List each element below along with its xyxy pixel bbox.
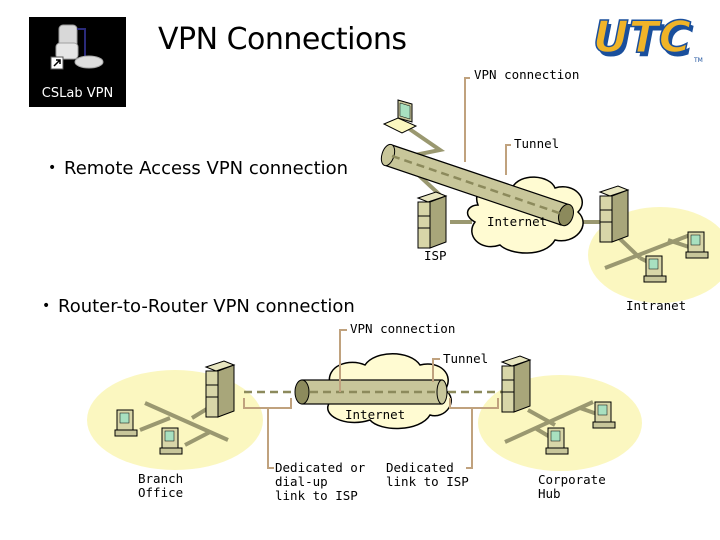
label-dedicated-link: Dedicated link to ISP (386, 460, 469, 489)
isp-server-icon (416, 191, 448, 249)
slide-title: VPN Connections (158, 22, 407, 57)
bullet-text: Router-to-Router VPN connection (58, 296, 355, 317)
workstation-icon (592, 401, 616, 429)
laptop-icon (382, 99, 418, 134)
label-corporate-hub: Corporate Hub (538, 472, 606, 501)
workstation-icon (114, 409, 138, 437)
vpn-connection-callout (464, 77, 470, 162)
dedicated-link-callout (466, 408, 473, 469)
hub-server-icon (500, 355, 532, 413)
bullet-remote-access: • Remote Access VPN connection (48, 158, 348, 179)
tunnel-callout (432, 358, 440, 382)
label-vpn-connection: VPN connection (474, 67, 580, 82)
logo-shadow: UTC (596, 16, 694, 67)
branch-office-zone (87, 370, 263, 470)
label-intranet: Intranet (626, 298, 687, 313)
label-branch-office: Branch Office (138, 471, 184, 500)
bullet-dot: • (48, 160, 57, 176)
label-internet: Internet (487, 214, 548, 229)
network-shortcut-icon (50, 24, 104, 70)
workstation-icon (159, 427, 183, 455)
intranet-server-icon (598, 185, 630, 243)
tunnel (244, 379, 505, 405)
workstation-icon (643, 255, 667, 283)
bullet-dot: • (42, 298, 51, 314)
branch-lan (144, 401, 229, 442)
hub-link-bracket (449, 398, 499, 409)
label-tunnel: Tunnel (443, 351, 489, 366)
label-isp: ISP (424, 248, 447, 263)
label-vpn-connection: VPN connection (350, 321, 456, 336)
vpn-connection-callout (339, 329, 347, 392)
dialup-link-callout (267, 408, 274, 469)
branch-server-icon (204, 360, 236, 418)
label-dialup-link: Dedicated or dial-up link to ISP (275, 460, 366, 503)
bullet-router-to-router: • Router-to-Router VPN connection (42, 296, 355, 317)
logo-text: UTC (593, 12, 691, 63)
utc-logo: UTC UTC TM (590, 10, 710, 68)
intranet-lan (604, 233, 691, 270)
shortcut-arrow-icon (53, 59, 61, 67)
label-tunnel: Tunnel (514, 136, 560, 151)
cslab-vpn-shortcut[interactable]: CSLab VPN (29, 17, 126, 107)
workstation-icon (545, 427, 569, 455)
label-internet: Internet (345, 407, 406, 422)
bullet-text: Remote Access VPN connection (64, 158, 349, 179)
workstation-icon (685, 231, 709, 259)
logo-trademark: TM (693, 57, 703, 64)
tunnel-callout (505, 144, 511, 175)
tunnel (380, 143, 574, 227)
shortcut-label: CSLab VPN (41, 86, 114, 101)
